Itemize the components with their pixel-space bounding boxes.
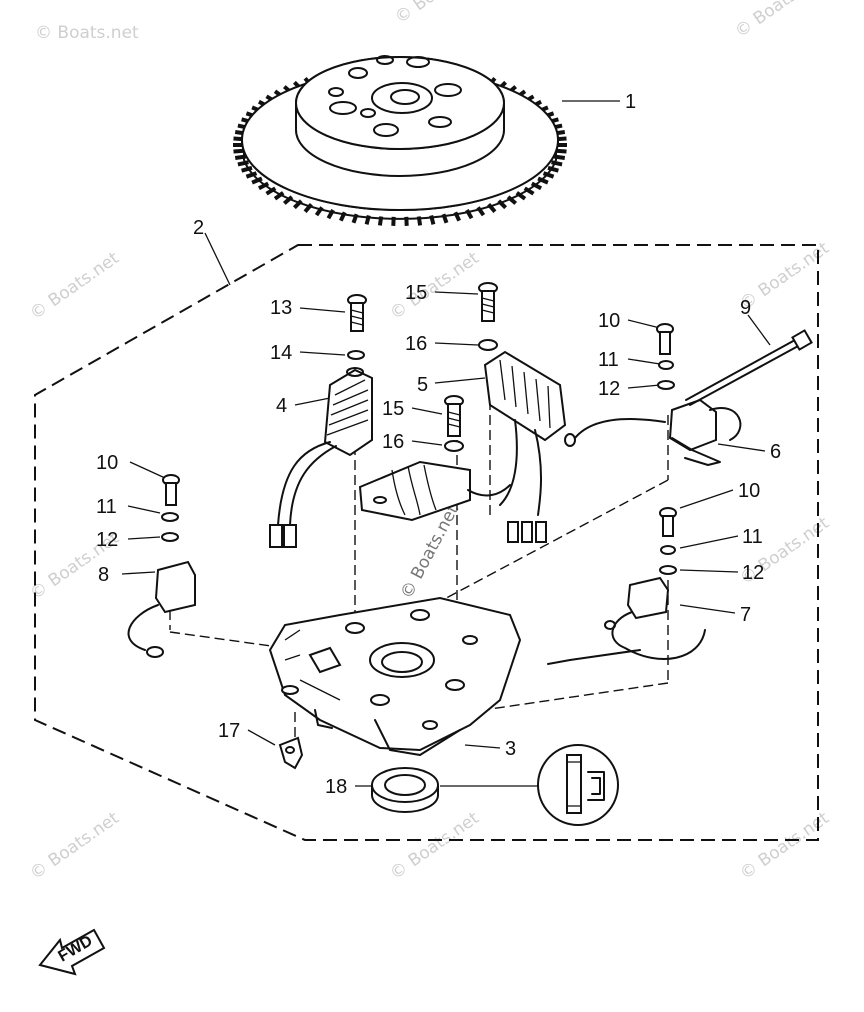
gear-tooth: [283, 195, 294, 205]
watermark: © Boats.net: [391, 0, 488, 28]
gear-tooth: [292, 199, 303, 210]
callout-17: 17: [218, 720, 240, 742]
callout-9: 9: [740, 297, 751, 319]
callout-15-middle: 15: [382, 398, 404, 420]
watermark: © Boats.net: [26, 248, 123, 324]
callout-10-left: 10: [96, 452, 118, 474]
gear-tooth: [515, 191, 527, 201]
callout-18: 18: [325, 776, 347, 798]
callout-14: 14: [270, 342, 292, 364]
watermark: © Boats.net: [35, 23, 139, 43]
gear-tooth: [551, 160, 563, 167]
callout-2: 2: [193, 217, 204, 239]
gear-tooth: [237, 160, 249, 167]
callout-3: 3: [505, 738, 516, 760]
lead-wire: [685, 329, 813, 406]
callout-12-right-lower: 12: [742, 562, 764, 584]
callout-11-left: 11: [96, 496, 117, 518]
gear-tooth: [273, 191, 285, 201]
gear-tooth: [542, 171, 555, 179]
callout-15-top: 15: [405, 282, 427, 304]
charge-coil: [269, 367, 373, 548]
callout-4: 4: [276, 395, 287, 417]
callout-1: 1: [625, 91, 636, 113]
callout-11-right-top: 11: [598, 349, 619, 371]
watermark: © Boats.net: [386, 248, 483, 324]
pulser-coil-right: [547, 576, 706, 665]
callout-11-right-lower: 11: [742, 526, 763, 548]
callout-16-top: 16: [405, 333, 427, 355]
stator-assembly-boundary: [34, 244, 819, 841]
wire-clamp: [278, 736, 304, 770]
center-coil: [358, 460, 511, 522]
oil-seal: [371, 767, 439, 813]
fasteners: [161, 282, 677, 575]
pulser-coil-left: [127, 560, 196, 658]
lighting-coil: [483, 350, 567, 543]
flywheel: [233, 55, 567, 226]
gear-tooth: [257, 181, 270, 191]
callout-16-middle: 16: [382, 431, 404, 453]
callout-10-right-top: 10: [598, 310, 620, 332]
callout-12-right-top: 12: [598, 378, 620, 400]
stator-base-plate: [268, 596, 522, 756]
gear-tooth: [506, 195, 517, 205]
gear-tooth: [241, 165, 253, 173]
gear-tooth: [555, 148, 567, 154]
gear-tooth: [265, 186, 277, 196]
gear-tooth: [523, 186, 535, 196]
watermark: © Boats.net: [26, 808, 123, 884]
watermark: © Boats.net: [731, 0, 828, 42]
gear-tooth: [251, 176, 263, 185]
gear-tooth: [245, 171, 258, 179]
gear-tooth: [497, 199, 508, 210]
callout-12-left: 12: [96, 529, 118, 551]
callout-5: 5: [417, 374, 428, 396]
callout-7: 7: [740, 604, 751, 626]
fwd-arrow-icon: FWD: [38, 928, 106, 976]
callout-8: 8: [98, 564, 109, 586]
gear-tooth: [233, 148, 245, 154]
callouts: 1 2 3 4 5 6 7 8 9 10 10 10 11 11 11 12 1…: [96, 91, 781, 798]
seal-detail-inset: [537, 744, 619, 826]
watermark: © Boats.net: [386, 808, 483, 884]
pulser-coil-upper: [564, 398, 742, 466]
callout-6: 6: [770, 441, 781, 463]
callout-13: 13: [270, 297, 292, 319]
callout-10-right-lower: 10: [738, 480, 760, 502]
leader-lines: [121, 100, 771, 787]
gear-tooth: [537, 176, 549, 185]
gear-tooth: [530, 181, 543, 191]
gear-tooth: [547, 165, 559, 173]
